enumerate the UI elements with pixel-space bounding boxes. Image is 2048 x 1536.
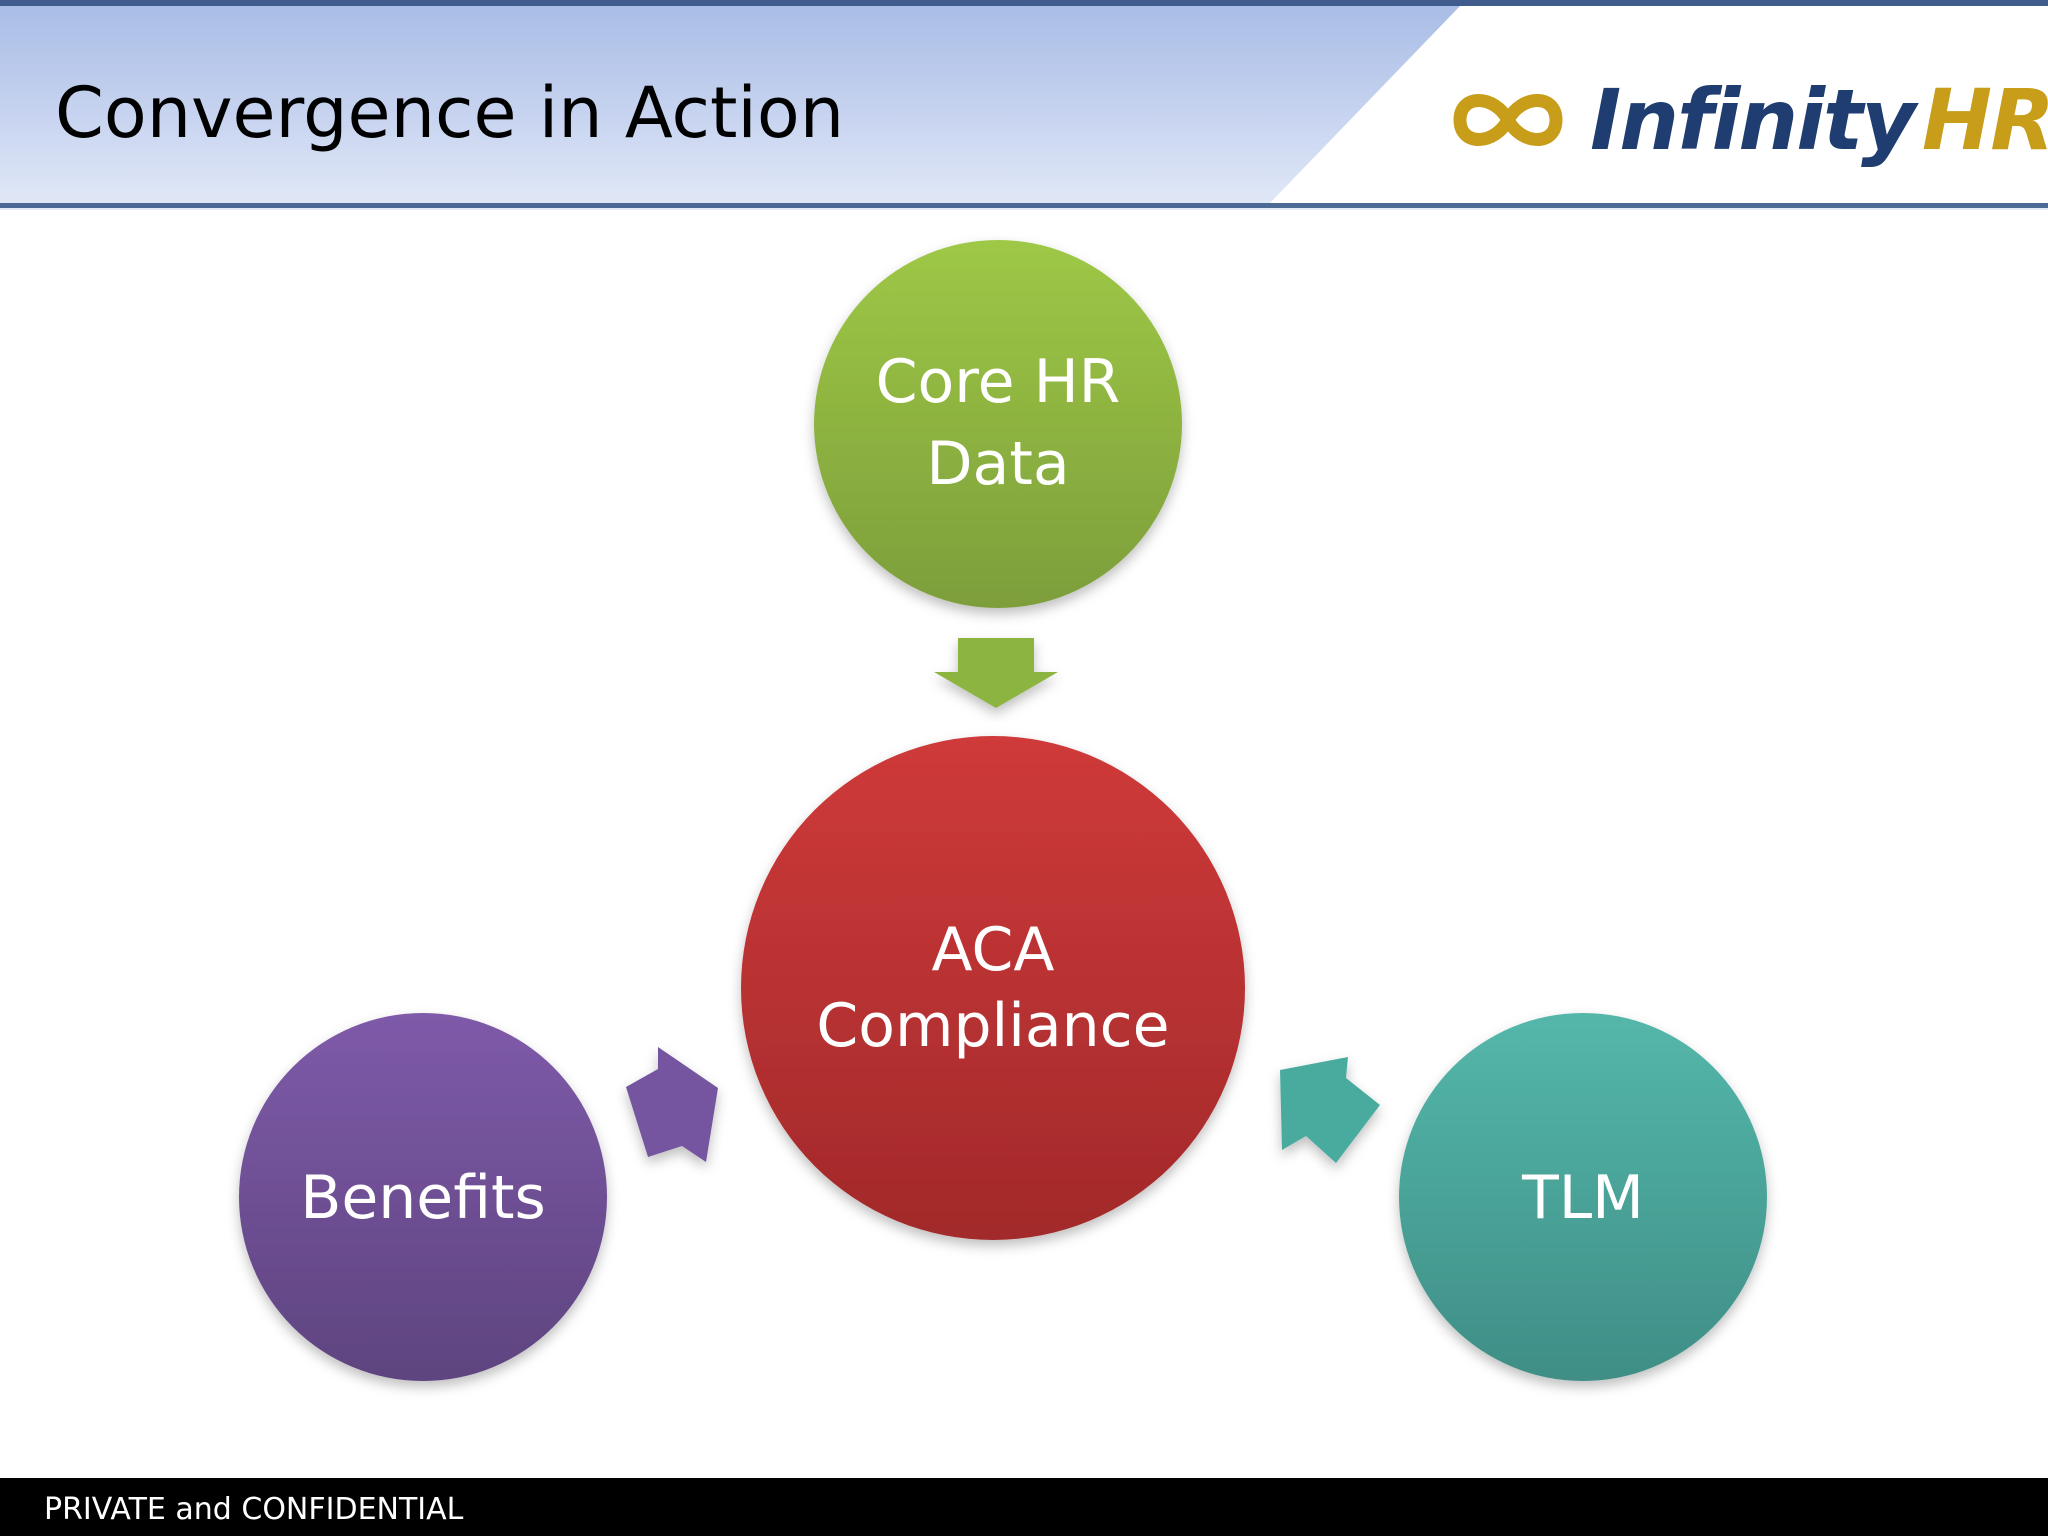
infinity-icon bbox=[1453, 94, 1563, 146]
node-benefits: Benefits bbox=[239, 1013, 607, 1381]
logo-text-infinity: Infinity bbox=[1590, 71, 1916, 169]
node-tlm: TLM bbox=[1399, 1013, 1767, 1381]
node-core-hr-line2: Data bbox=[926, 429, 1069, 499]
node-aca-compliance: ACA Compliance bbox=[741, 736, 1245, 1240]
arrow-core-hr-to-aca bbox=[934, 638, 1058, 708]
slide-title: Convergence in Action bbox=[55, 72, 845, 154]
header-divider bbox=[0, 203, 2048, 208]
arrow-benefits-to-aca bbox=[626, 1047, 718, 1162]
arrow-tlm-to-aca bbox=[1280, 1057, 1380, 1163]
node-core-hr-data: Core HR Data bbox=[814, 240, 1182, 608]
node-aca-line1: ACA bbox=[932, 915, 1055, 985]
node-tlm-label: TLM bbox=[1521, 1163, 1644, 1233]
node-core-hr-line1: Core HR bbox=[876, 347, 1121, 417]
footer-confidential-text: PRIVATE and CONFIDENTIAL bbox=[44, 1492, 464, 1527]
infinityhr-logo: InfinityHR bbox=[1450, 70, 2048, 170]
logo-text-hr: HR bbox=[1921, 71, 2048, 169]
node-aca-line2: Compliance bbox=[816, 991, 1169, 1061]
node-benefits-label: Benefits bbox=[300, 1163, 546, 1233]
slide-footer: PRIVATE and CONFIDENTIAL bbox=[0, 1478, 2048, 1536]
